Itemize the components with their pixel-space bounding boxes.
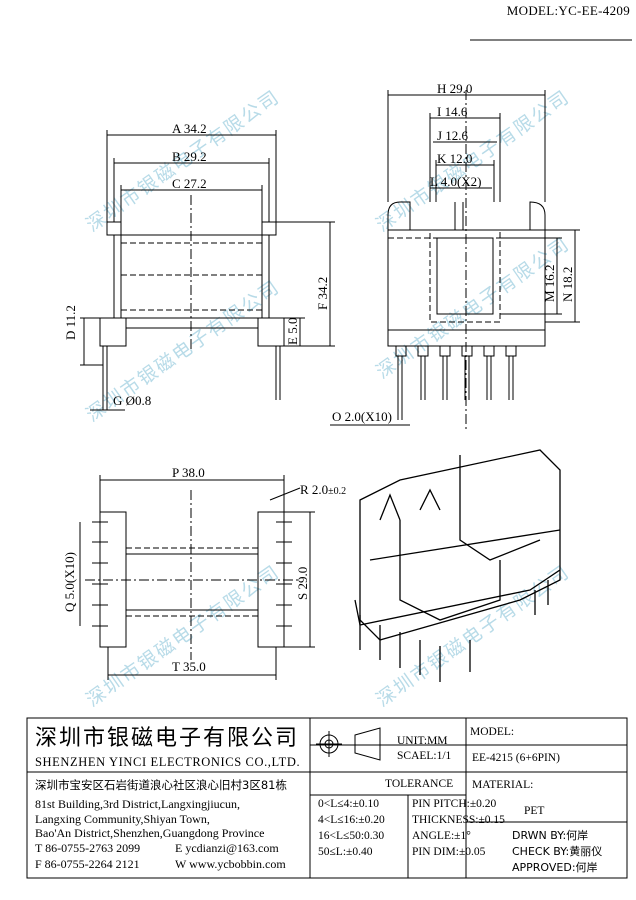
dim-s: S 29.0 (295, 566, 310, 600)
dim-q: Q 5.0(X10) (62, 552, 77, 612)
fax: F 86-0755-2264 2121 (35, 857, 140, 871)
dim-i: I 14.6 (437, 104, 468, 119)
dim-c: C 27.2 (172, 176, 207, 191)
material-value: PET (524, 805, 545, 817)
dim-n: N 18.2 (560, 266, 575, 302)
dim-r: R 2.0±0.2 (300, 483, 346, 497)
drawn-by: DRWN BY:何岸 (512, 829, 589, 842)
tolerance-title: TOLERANCE (385, 778, 454, 790)
address-en-1: 81st Building,3rd District,Langxingjiucu… (35, 797, 240, 811)
material-label: MATERIAL: (472, 779, 534, 791)
thickness: THICKNESS:±0.15 (412, 814, 505, 826)
dim-l: L 4.0(X2) (430, 174, 482, 189)
unit: UNIT:MM (397, 735, 448, 747)
angle: ANGLE:±1° (412, 830, 471, 842)
check-by: CHECK BY:黄丽仪 (512, 845, 603, 858)
dim-d: D 11.2 (63, 305, 78, 340)
dim-j: J 12.6 (437, 128, 469, 143)
isometric-view (354, 449, 561, 682)
company-name-en: SHENZHEN YINCI ELECTRONICS CO.,LTD. (35, 755, 301, 769)
dim-k: K 12.0 (437, 151, 473, 166)
scale: SCAEL:1/1 (397, 750, 452, 762)
address-en-2: Langxing Community,Shiyan Town, (35, 812, 210, 826)
pin-pitch: PIN PITCH:±0.20 (412, 798, 497, 810)
address-en-3: Bao'An District,Shenzhen,Guangdong Provi… (35, 826, 265, 840)
model-number: MODEL:YC-EE-4209 (506, 3, 630, 18)
front-view (80, 130, 335, 411)
model-value: EE-4215 (6+6PIN) (472, 752, 560, 764)
dim-g: G Ø0.8 (113, 393, 152, 408)
dim-e: E 5.0 (285, 317, 300, 345)
dim-a: A 34.2 (172, 121, 207, 136)
dim-t: T 35.0 (172, 659, 206, 674)
dim-p: P 38.0 (172, 465, 205, 480)
tolerance-4: 50≤L:±0.40 (318, 846, 373, 858)
pin-dim: PIN DIM:±0.05 (412, 846, 486, 858)
approved-by: APPROVED:何岸 (512, 861, 598, 874)
dim-o: O 2.0(X10) (332, 409, 392, 424)
model-label: MODEL: (470, 726, 515, 738)
website: W www.ycbobbin.com (175, 857, 286, 871)
tolerance-3: 16<L≤50:0.30 (318, 830, 385, 842)
tolerance-2: 4<L≤16:±0.20 (318, 814, 385, 826)
dim-r-value: R 2.0 (300, 482, 329, 497)
dim-r-tolerance: ±0.2 (328, 486, 347, 497)
email: E ycdianzi@163.com (175, 841, 279, 855)
telephone: T 86-0755-2763 2099 (35, 841, 141, 855)
dim-m: M 16.2 (542, 264, 557, 302)
dim-f: F 34.2 (315, 276, 330, 310)
company-name-cn: 深圳市银磁电子有限公司 (35, 726, 300, 751)
title-block-frame (26, 717, 628, 879)
address-cn: 深圳市宝安区石岩街道浪心社区浪心旧村3区81栋 (35, 778, 287, 792)
side-view (330, 90, 580, 430)
bottom-view (79, 475, 315, 680)
tolerance-1: 0<L≤4:±0.10 (318, 798, 379, 810)
dim-b: B 29.2 (172, 149, 207, 164)
dim-h: H 29.0 (437, 81, 473, 96)
